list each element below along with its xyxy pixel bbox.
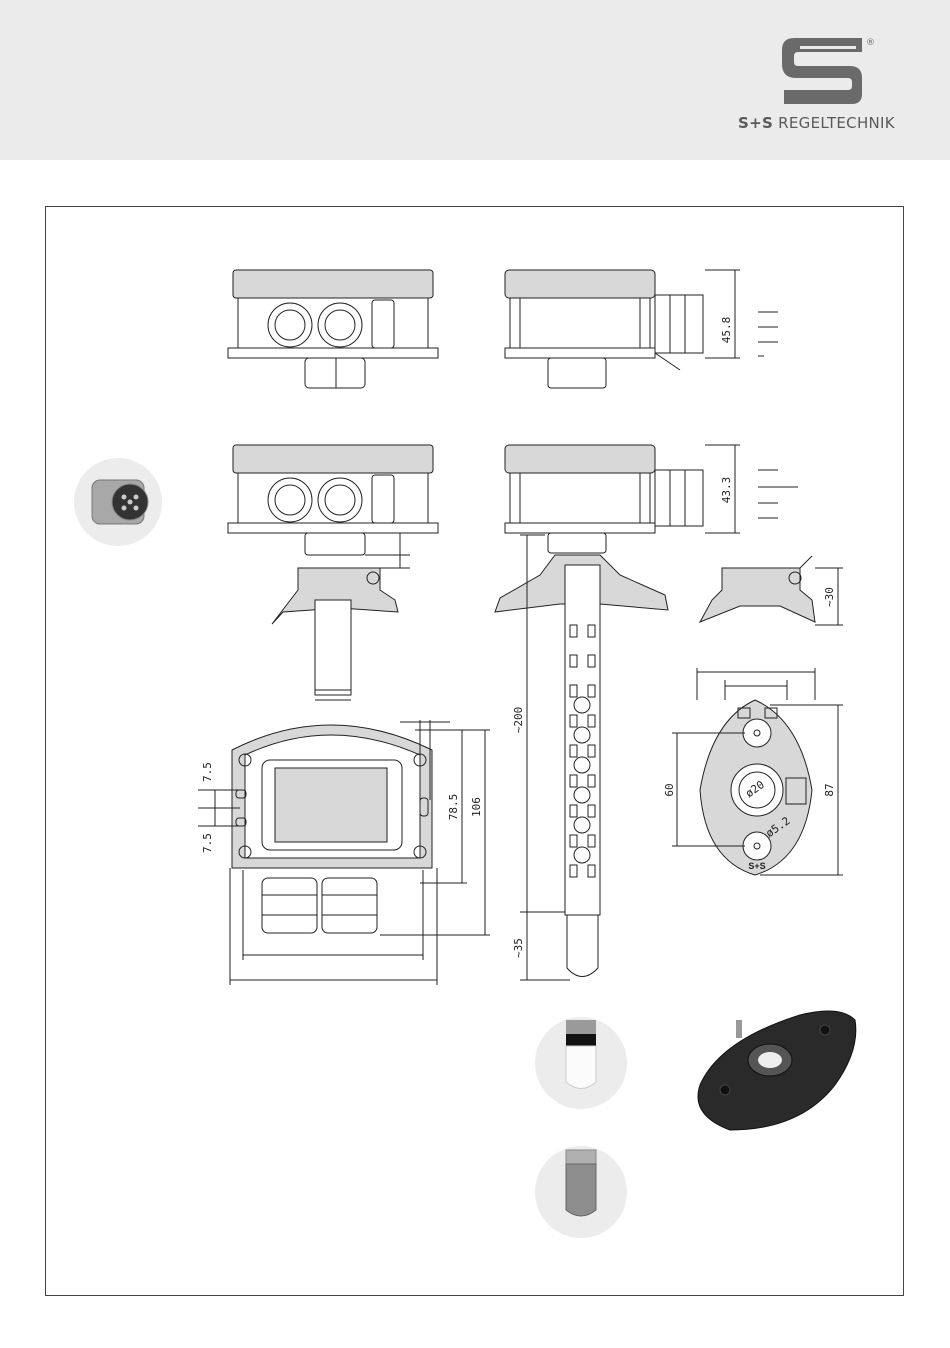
filter-white-photo	[535, 1017, 627, 1109]
flange-top-view	[672, 668, 843, 875]
dim-front-7-5-b: 7.5	[201, 833, 214, 853]
dim-front-106: 106	[470, 797, 483, 817]
filter-metal-photo	[535, 1146, 627, 1238]
dim-flange-60: 60	[663, 783, 676, 796]
housing-front-view-bottom	[228, 445, 438, 700]
dim-probe-length: ~200	[512, 707, 525, 734]
dim-side-height-bottom: 43.3	[720, 477, 733, 504]
housing-top-view	[198, 720, 490, 985]
dim-front-7-5-a: 7.5	[201, 762, 214, 782]
flange-brand-mark: S+S	[748, 861, 765, 871]
dim-flange-87: 87	[823, 783, 836, 796]
housing-side-view-top	[505, 270, 778, 388]
dim-front-78-5: 78.5	[447, 794, 460, 821]
dim-side-height-top: 45.8	[720, 317, 733, 344]
dim-tip-length: ~35	[512, 938, 525, 958]
housing-front-view-top	[228, 270, 438, 388]
connector-photo	[74, 458, 162, 546]
dim-flange-height: ~30	[823, 587, 836, 607]
flange-side-view	[700, 556, 843, 625]
flange-photo	[698, 1011, 856, 1130]
